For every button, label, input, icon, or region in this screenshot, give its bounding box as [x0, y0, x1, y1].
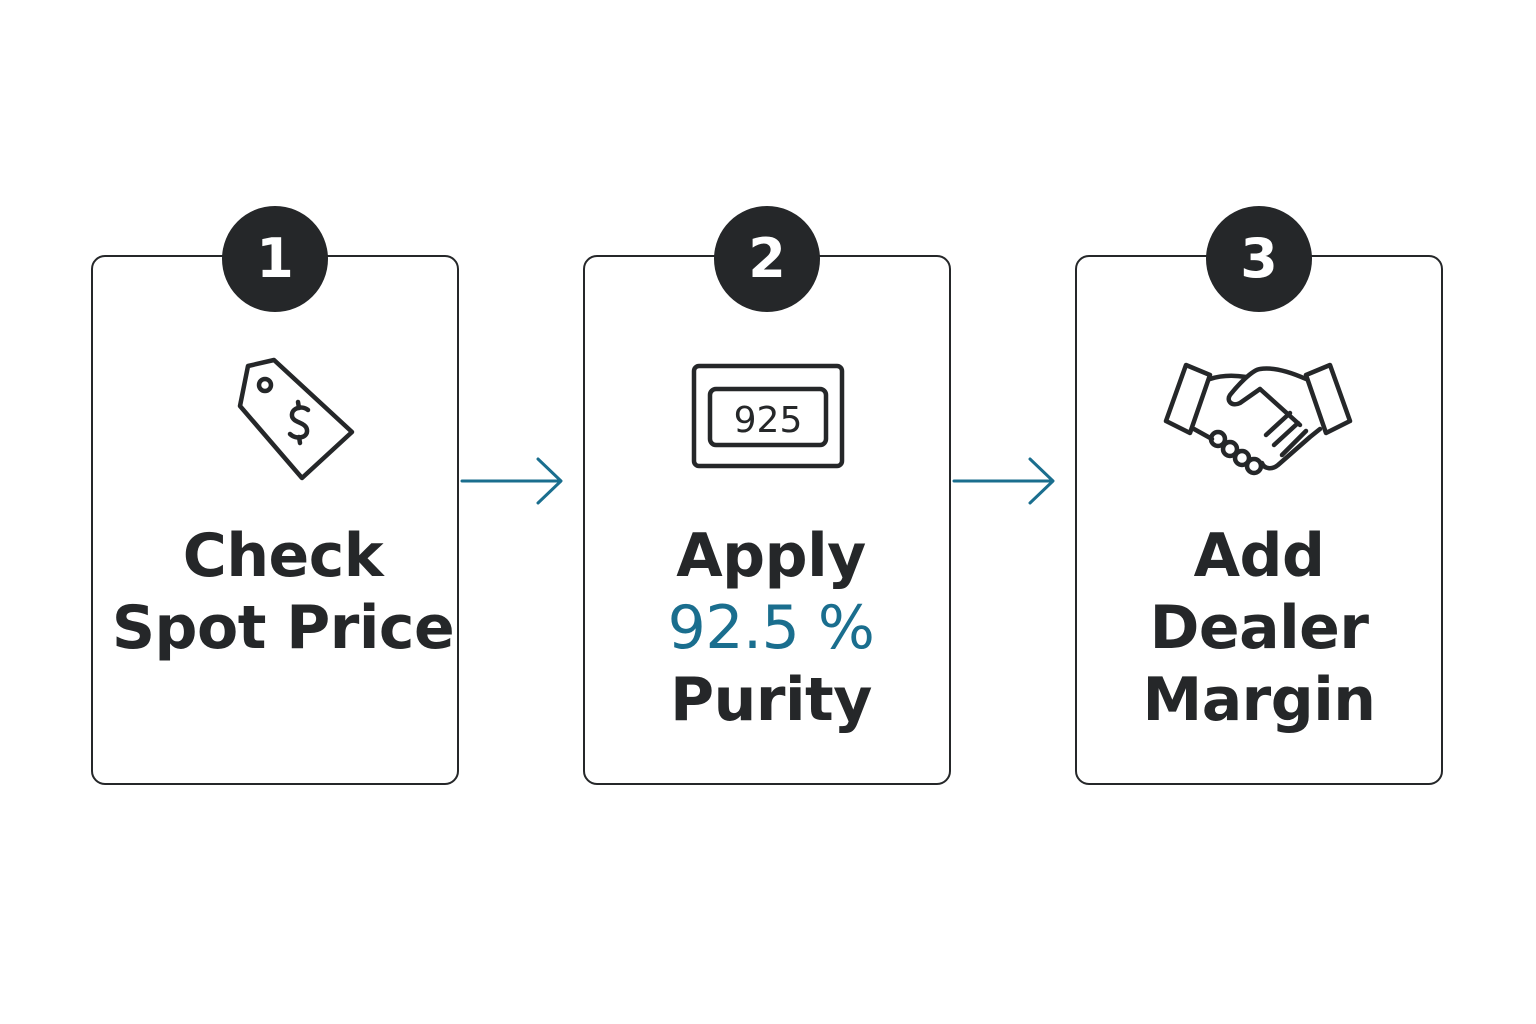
- step-1-line-1: Check: [182, 521, 384, 591]
- step-2-line-1: Apply: [676, 521, 866, 591]
- step-card-1: [91, 255, 459, 785]
- step-3-line-2: Dealer: [1149, 593, 1369, 663]
- step-3-line-1: Add: [1193, 521, 1325, 591]
- step-2-purity-value: 92.5 %: [667, 593, 875, 663]
- hallmark-stamp-icon: 925: [691, 363, 845, 469]
- step-card-2: [583, 255, 951, 785]
- step-card-3: [1075, 255, 1443, 785]
- step-3-line-3: Margin: [1142, 665, 1376, 735]
- price-tag-icon: [237, 357, 355, 481]
- step-label-3: Add Dealer Margin: [1075, 520, 1443, 736]
- step-2-line-3: Purity: [670, 665, 872, 735]
- step-number-badge-3: 3: [1206, 206, 1312, 312]
- hallmark-stamp-text: 925: [734, 400, 803, 441]
- arrow-right-icon: [460, 457, 563, 505]
- arrow-right-icon: [952, 457, 1055, 505]
- step-label-2: Apply 92.5 % Purity: [587, 520, 955, 736]
- handshake-icon: [1163, 362, 1353, 476]
- step-number-badge-1: 1: [222, 206, 328, 312]
- step-1-line-2: Spot Price: [111, 593, 455, 663]
- step-label-1: Check Spot Price: [99, 520, 467, 664]
- step-number-badge-2: 2: [714, 206, 820, 312]
